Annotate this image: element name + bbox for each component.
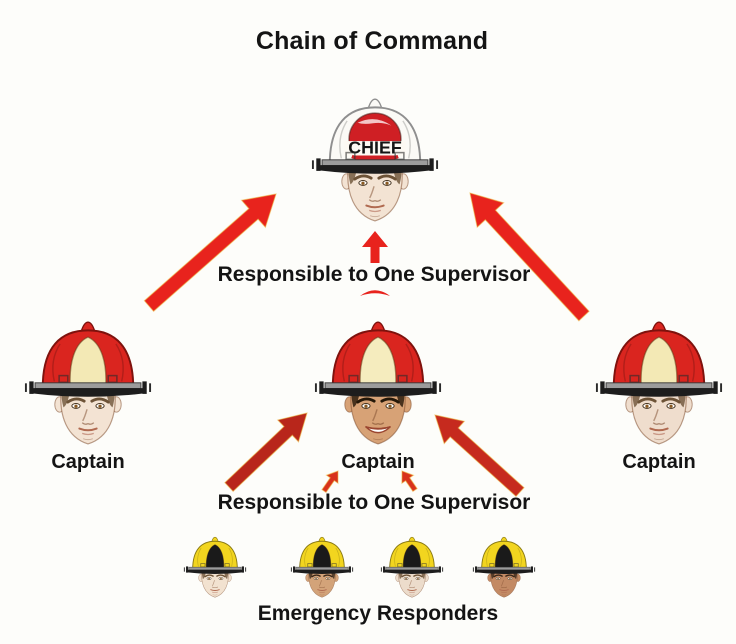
firefighter-illustration [472, 536, 536, 598]
face [395, 570, 429, 598]
helmet [290, 536, 354, 575]
page-title: Chain of Command [255, 27, 489, 55]
responders-label: Emergency Responders [257, 602, 499, 625]
face [305, 570, 339, 598]
firefighter-illustration [24, 321, 152, 445]
captain-rule-text: Responsible to One Supervisor [217, 491, 531, 514]
helmet [472, 536, 536, 575]
firefighter-illustration [314, 321, 442, 445]
helmet [183, 536, 247, 575]
captain-left-figure [11, 306, 165, 451]
firefighter-illustration [290, 536, 354, 598]
helmet: CHIEF [311, 98, 439, 174]
helmet [24, 321, 152, 397]
firefighter-illustration [595, 321, 723, 445]
responder-figure-4 [466, 529, 542, 601]
captain-right-figure [582, 306, 736, 451]
helmet [595, 321, 723, 397]
firefighter-illustration [380, 536, 444, 598]
arrow-captain-center-to-chief [362, 231, 388, 263]
helmet [314, 321, 442, 397]
arrow-small-right-to-captain [401, 470, 418, 493]
captain-center-figure [301, 306, 455, 451]
firefighter-illustration [183, 536, 247, 598]
responder-figure-2 [284, 529, 360, 601]
captain-left-label: Captain [51, 451, 125, 473]
responder-figure-1 [177, 529, 253, 601]
captain-center-label: Captain [341, 451, 415, 473]
captain-right-label: Captain [622, 451, 696, 473]
responder-figure-3 [374, 529, 450, 601]
helmet [380, 536, 444, 575]
face [198, 570, 232, 598]
face [625, 390, 693, 445]
arrow-captain-left-to-chief [143, 193, 277, 313]
chief-rule-text: Responsible to One Supervisor [217, 263, 531, 286]
firefighter-illustration: CHIEF [311, 98, 439, 222]
arrow-responder-right-to-captain [434, 414, 525, 498]
face [341, 167, 409, 222]
arrow-small-left-to-captain [321, 470, 339, 494]
face [54, 390, 122, 445]
face [487, 570, 521, 598]
chief-helmet-text: CHIEF [348, 138, 402, 158]
chief-figure: CHIEF [298, 83, 452, 228]
arrow-captain-right-to-chief [469, 192, 590, 322]
arrow-tail-chevron [360, 290, 390, 296]
face [344, 390, 412, 445]
arrow-responder-left-to-captain [224, 412, 308, 493]
